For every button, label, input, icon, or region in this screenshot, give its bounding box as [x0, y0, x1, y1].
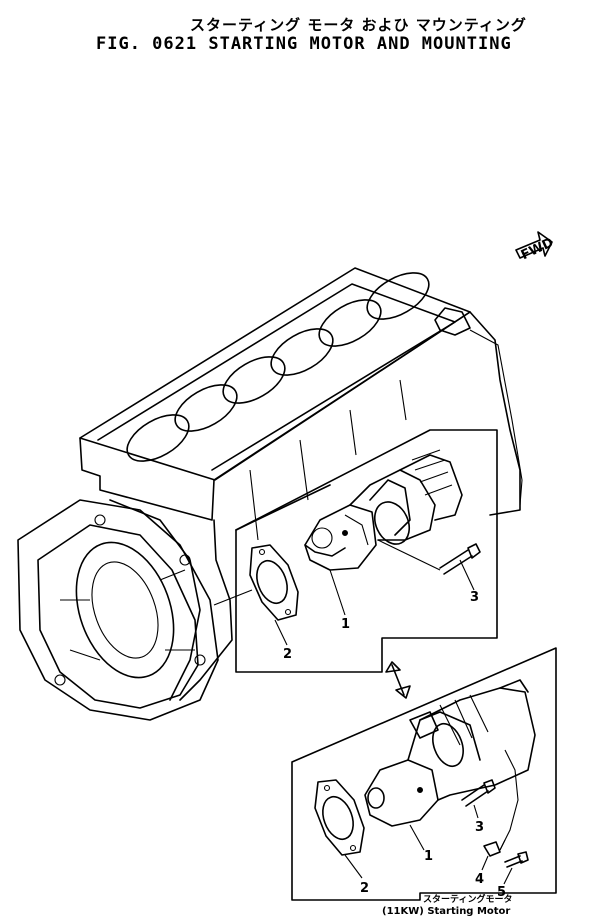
screw-lower [504, 851, 529, 868]
callout-bolt-lower: 3 [475, 820, 484, 835]
bolt-lower [461, 779, 496, 807]
leader-3-lower [473, 804, 479, 819]
leader-3-upper [459, 559, 475, 591]
callout-gasket-lower: 2 [360, 881, 369, 896]
fwd-arrow-icon: FWD [515, 231, 556, 263]
title-japanese: スターティング モータ およひ マウンティング [190, 16, 527, 34]
leader-4-lower [481, 855, 489, 871]
cylinder-bore-3 [222, 356, 286, 404]
cylinder-bore-6 [366, 272, 430, 320]
gasket-upper [249, 544, 299, 621]
alternative-arrow-icon [385, 661, 411, 699]
engine-block [17, 267, 523, 721]
gasket-lower [314, 779, 365, 856]
bolt-upper [377, 539, 481, 575]
cylinder-bore-1 [126, 414, 190, 462]
starter-motor-upper [304, 449, 463, 571]
callout-motor-upper: 1 [341, 617, 350, 632]
leader-5-lower [503, 867, 513, 885]
callout-screw-lower: 5 [497, 885, 506, 900]
clamp-lower [483, 839, 506, 857]
leader-2-lower [344, 854, 363, 879]
cylinder-bore-5 [318, 299, 382, 347]
leader-1-lower [409, 824, 425, 851]
caption-english: (11KW) Starting Motor [382, 906, 511, 917]
cylinder-bore-4 [270, 328, 334, 376]
leader-2-upper [274, 619, 288, 646]
fwd-label: FWD [519, 235, 556, 263]
callout-bolt-upper: 3 [470, 590, 479, 605]
upper-inset-frame [235, 429, 498, 673]
callout-clamp-lower: 4 [475, 872, 484, 887]
starter-motor-lower [364, 679, 536, 851]
lower-inset-frame [291, 647, 557, 901]
leader-1-upper [329, 569, 346, 616]
callout-motor-lower: 1 [424, 849, 433, 864]
caption-japanese: スターティングモータ [423, 895, 513, 905]
cylinder-bore-2 [174, 384, 238, 432]
figure-title: FIG. 0621 STARTING MOTOR AND MOUNTING [96, 34, 512, 54]
callout-gasket-upper: 2 [283, 647, 292, 662]
